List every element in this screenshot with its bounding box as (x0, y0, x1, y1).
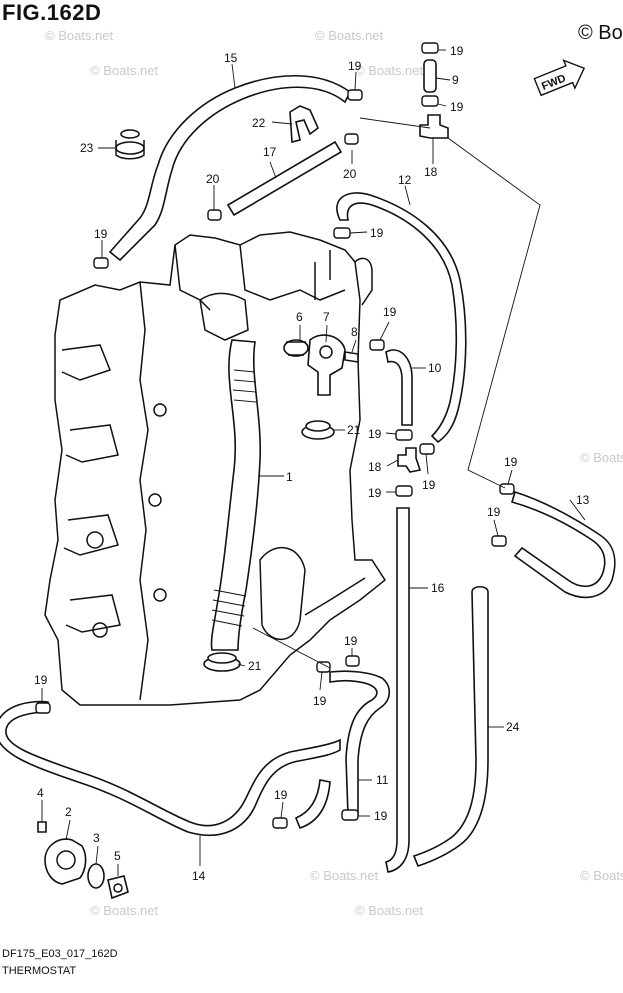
figure-title: FIG.162D (2, 0, 102, 25)
cap-5 (107, 875, 129, 900)
callout-19: 19 (344, 634, 358, 648)
callout-12: 12 (398, 173, 412, 187)
callout-19: 19 (504, 455, 518, 469)
engine-block (44, 231, 386, 706)
callout-13: 13 (576, 493, 590, 507)
callout-19: 19 (34, 673, 48, 687)
callout-9: 9 (452, 73, 459, 87)
callout-5: 5 (114, 849, 121, 863)
callout-20: 20 (206, 172, 220, 186)
watermark: © Boats.net (90, 903, 159, 918)
callout-19: 19 (313, 694, 327, 708)
callout-8: 8 (351, 325, 358, 339)
watermark: © Boats.net (45, 28, 114, 43)
watermark: © Boats.net (355, 903, 424, 918)
callout-24: 24 (506, 720, 520, 734)
callout-22: 22 (252, 116, 266, 130)
hose-24 (412, 585, 489, 867)
figure-code: DF175_E03_017_162D (2, 948, 118, 960)
hose-16 (385, 507, 410, 873)
callout-15: 15 (224, 51, 238, 65)
callout-10: 10 (428, 361, 442, 375)
callout-1: 1 (286, 470, 293, 484)
leader-lines (41, 49, 586, 876)
callout-19: 19 (368, 486, 382, 500)
watermark: © Boats.net (90, 63, 159, 78)
callout-19: 19 (94, 227, 108, 241)
hose-11 (329, 670, 391, 816)
thermostat (283, 339, 309, 357)
grommet-23 (115, 129, 145, 160)
callout-17: 17 (263, 145, 277, 159)
callout-numbers: 15 19 9 19 19 22 23 18 17 20 20 12 19 19… (34, 44, 590, 883)
callout-18: 18 (368, 460, 382, 474)
o-ring-3 (87, 863, 105, 889)
callout-4: 4 (37, 786, 44, 800)
pipe-9 (423, 59, 437, 93)
hose-10 (385, 349, 413, 426)
housing-2 (44, 838, 87, 885)
watermark: © Boats.net (310, 868, 379, 883)
watermark-layer: © Boats.net © Boats.net © Boats.net © Bo… (45, 28, 623, 918)
callout-18: 18 (424, 165, 438, 179)
hose-13 (511, 490, 616, 599)
bolt-8 (344, 351, 359, 363)
callout-23: 23 (80, 141, 94, 155)
figure-caption: THERMOSTAT (2, 965, 77, 977)
tee-18-mid (397, 447, 422, 473)
hose-14-branch (294, 779, 331, 829)
watermark: © Boats.net (355, 63, 424, 78)
callout-14: 14 (192, 869, 206, 883)
hose-1 (210, 339, 262, 651)
callout-19: 19 (422, 478, 436, 492)
clip-22 (289, 105, 319, 144)
callout-6: 6 (296, 310, 303, 324)
callout-19: 19 (368, 427, 382, 441)
clamp-21-lower (203, 652, 241, 672)
callout-3: 3 (93, 831, 100, 845)
copyright-mark: © Bo (578, 22, 623, 44)
watermark: © Boats.net (315, 28, 384, 43)
callout-21: 21 (347, 423, 361, 437)
callout-19: 19 (348, 59, 362, 73)
callout-19: 19 (370, 226, 384, 240)
callout-11: 11 (376, 773, 389, 787)
callout-16: 16 (431, 581, 445, 595)
callout-19: 19 (374, 809, 388, 823)
hose-clamps (35, 42, 515, 829)
callout-19: 19 (450, 100, 464, 114)
hose-12 (336, 192, 467, 444)
callout-19: 19 (274, 788, 288, 802)
callout-19: 19 (450, 44, 464, 58)
bolt-4 (37, 821, 47, 833)
thermostat-cover (307, 334, 346, 396)
callout-21: 21 (248, 659, 262, 673)
watermark: © Boats.net (580, 868, 623, 883)
hose-14 (0, 700, 341, 837)
clamp-21-upper (301, 420, 335, 440)
callout-19: 19 (487, 505, 501, 519)
watermark: © Boats.net (580, 450, 623, 465)
tee-18-top (419, 114, 449, 139)
callout-20: 20 (343, 167, 357, 181)
callout-19: 19 (383, 305, 397, 319)
callout-2: 2 (65, 805, 72, 819)
callout-7: 7 (323, 310, 330, 324)
hose-17 (226, 140, 343, 217)
forward-arrow-icon: FWD (533, 59, 586, 97)
